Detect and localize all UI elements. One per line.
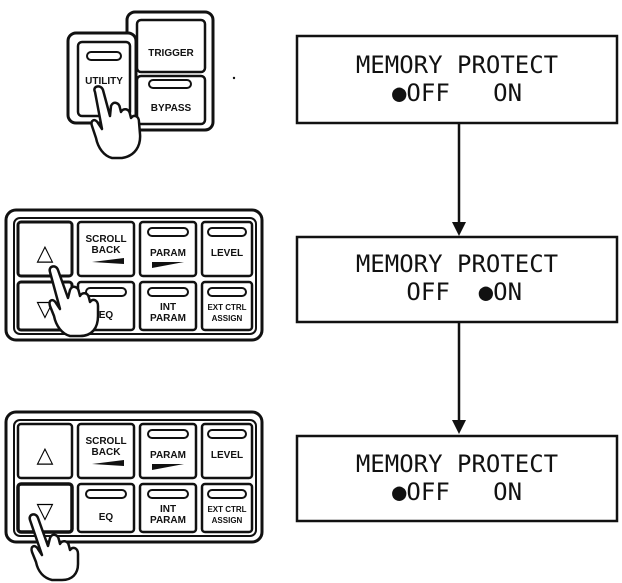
pressing-hand-icon	[90, 85, 142, 160]
trigger-label: TRIGGER	[148, 48, 194, 59]
pressing-hand-icon	[48, 265, 100, 338]
level-label: LEVEL	[211, 450, 243, 461]
keypad-up-press: △ ▽ SCROLL BACK PARAM LEVEL EQ	[4, 208, 264, 342]
param-key[interactable]: PARAM	[138, 220, 198, 278]
keypad-down-press: △ ▽ SCROLL BACK PARAM LEVEL EQ	[4, 410, 264, 544]
up-key[interactable]: △	[16, 220, 74, 278]
left-arrow-icon	[92, 460, 124, 466]
ext-ctrl-assign-key[interactable]: EXT CTRL ASSIGN	[200, 280, 254, 332]
eq-key[interactable]: EQ	[76, 482, 136, 534]
scroll-back-key[interactable]: SCROLL BACK	[76, 422, 136, 480]
ext-ctrl-label-1: EXT CTRL	[207, 505, 246, 514]
eq-label: EQ	[99, 310, 114, 321]
int-param-label-2: PARAM	[150, 313, 186, 324]
stray-dot	[232, 76, 236, 80]
ext-ctrl-label-2: ASSIGN	[212, 314, 243, 323]
param-key[interactable]: PARAM	[138, 422, 198, 480]
ext-ctrl-label-1: EXT CTRL	[207, 303, 246, 312]
bypass-key[interactable]: BYPASS	[135, 74, 207, 126]
level-key[interactable]: LEVEL	[200, 220, 254, 278]
display-3-line-2: ●OFF ON	[392, 478, 522, 506]
scroll-back-label-2: BACK	[92, 447, 122, 458]
bypass-label: BYPASS	[151, 103, 192, 114]
right-arrow-icon	[152, 262, 184, 268]
up-arrow-icon: △	[37, 240, 54, 265]
scroll-back-label-1: SCROLL	[85, 436, 126, 447]
pressing-hand-icon	[28, 513, 80, 582]
down-key[interactable]: ▽	[16, 482, 74, 534]
eq-label: EQ	[99, 512, 114, 523]
display-2-line-1: MEMORY PROTECT	[356, 250, 558, 278]
display-3: MEMORY PROTECT ●OFF ON	[295, 434, 619, 523]
scroll-back-key[interactable]: SCROLL BACK	[76, 220, 136, 278]
level-label: LEVEL	[211, 248, 243, 259]
arrow-down-1	[452, 123, 466, 236]
display-1-line-2: ●OFF ON	[392, 79, 522, 107]
down-arrow-icon: ▽	[37, 498, 54, 523]
display-2-line-2: OFF ●ON	[392, 278, 522, 306]
level-key[interactable]: LEVEL	[200, 422, 254, 480]
param-label: PARAM	[150, 450, 186, 461]
right-arrow-icon	[152, 464, 184, 470]
ext-ctrl-assign-key[interactable]: EXT CTRL ASSIGN	[200, 482, 254, 534]
left-arrow-icon	[92, 258, 124, 264]
int-param-label-1: INT	[160, 302, 176, 313]
up-arrow-icon: △	[37, 442, 54, 467]
arrow-down-2	[452, 322, 466, 434]
int-param-key[interactable]: INT PARAM	[138, 280, 198, 332]
utility-label: UTILITY	[85, 76, 123, 87]
display-1-line-1: MEMORY PROTECT	[356, 51, 558, 79]
display-2: MEMORY PROTECT OFF ●ON	[295, 235, 619, 324]
scroll-back-label-2: BACK	[92, 245, 122, 256]
int-param-label-1: INT	[160, 504, 176, 515]
utility-panel: UTILITY TRIGGER BYPASS	[66, 10, 215, 160]
ext-ctrl-label-2: ASSIGN	[212, 516, 243, 525]
scroll-back-label-1: SCROLL	[85, 234, 126, 245]
up-key[interactable]: △	[16, 422, 74, 480]
display-3-line-1: MEMORY PROTECT	[356, 450, 558, 478]
utility-key[interactable]: UTILITY	[76, 40, 132, 118]
display-1: MEMORY PROTECT ●OFF ON	[295, 34, 619, 125]
int-param-key[interactable]: INT PARAM	[138, 482, 198, 534]
param-label: PARAM	[150, 248, 186, 259]
int-param-label-2: PARAM	[150, 515, 186, 526]
trigger-key[interactable]: TRIGGER	[135, 18, 207, 74]
